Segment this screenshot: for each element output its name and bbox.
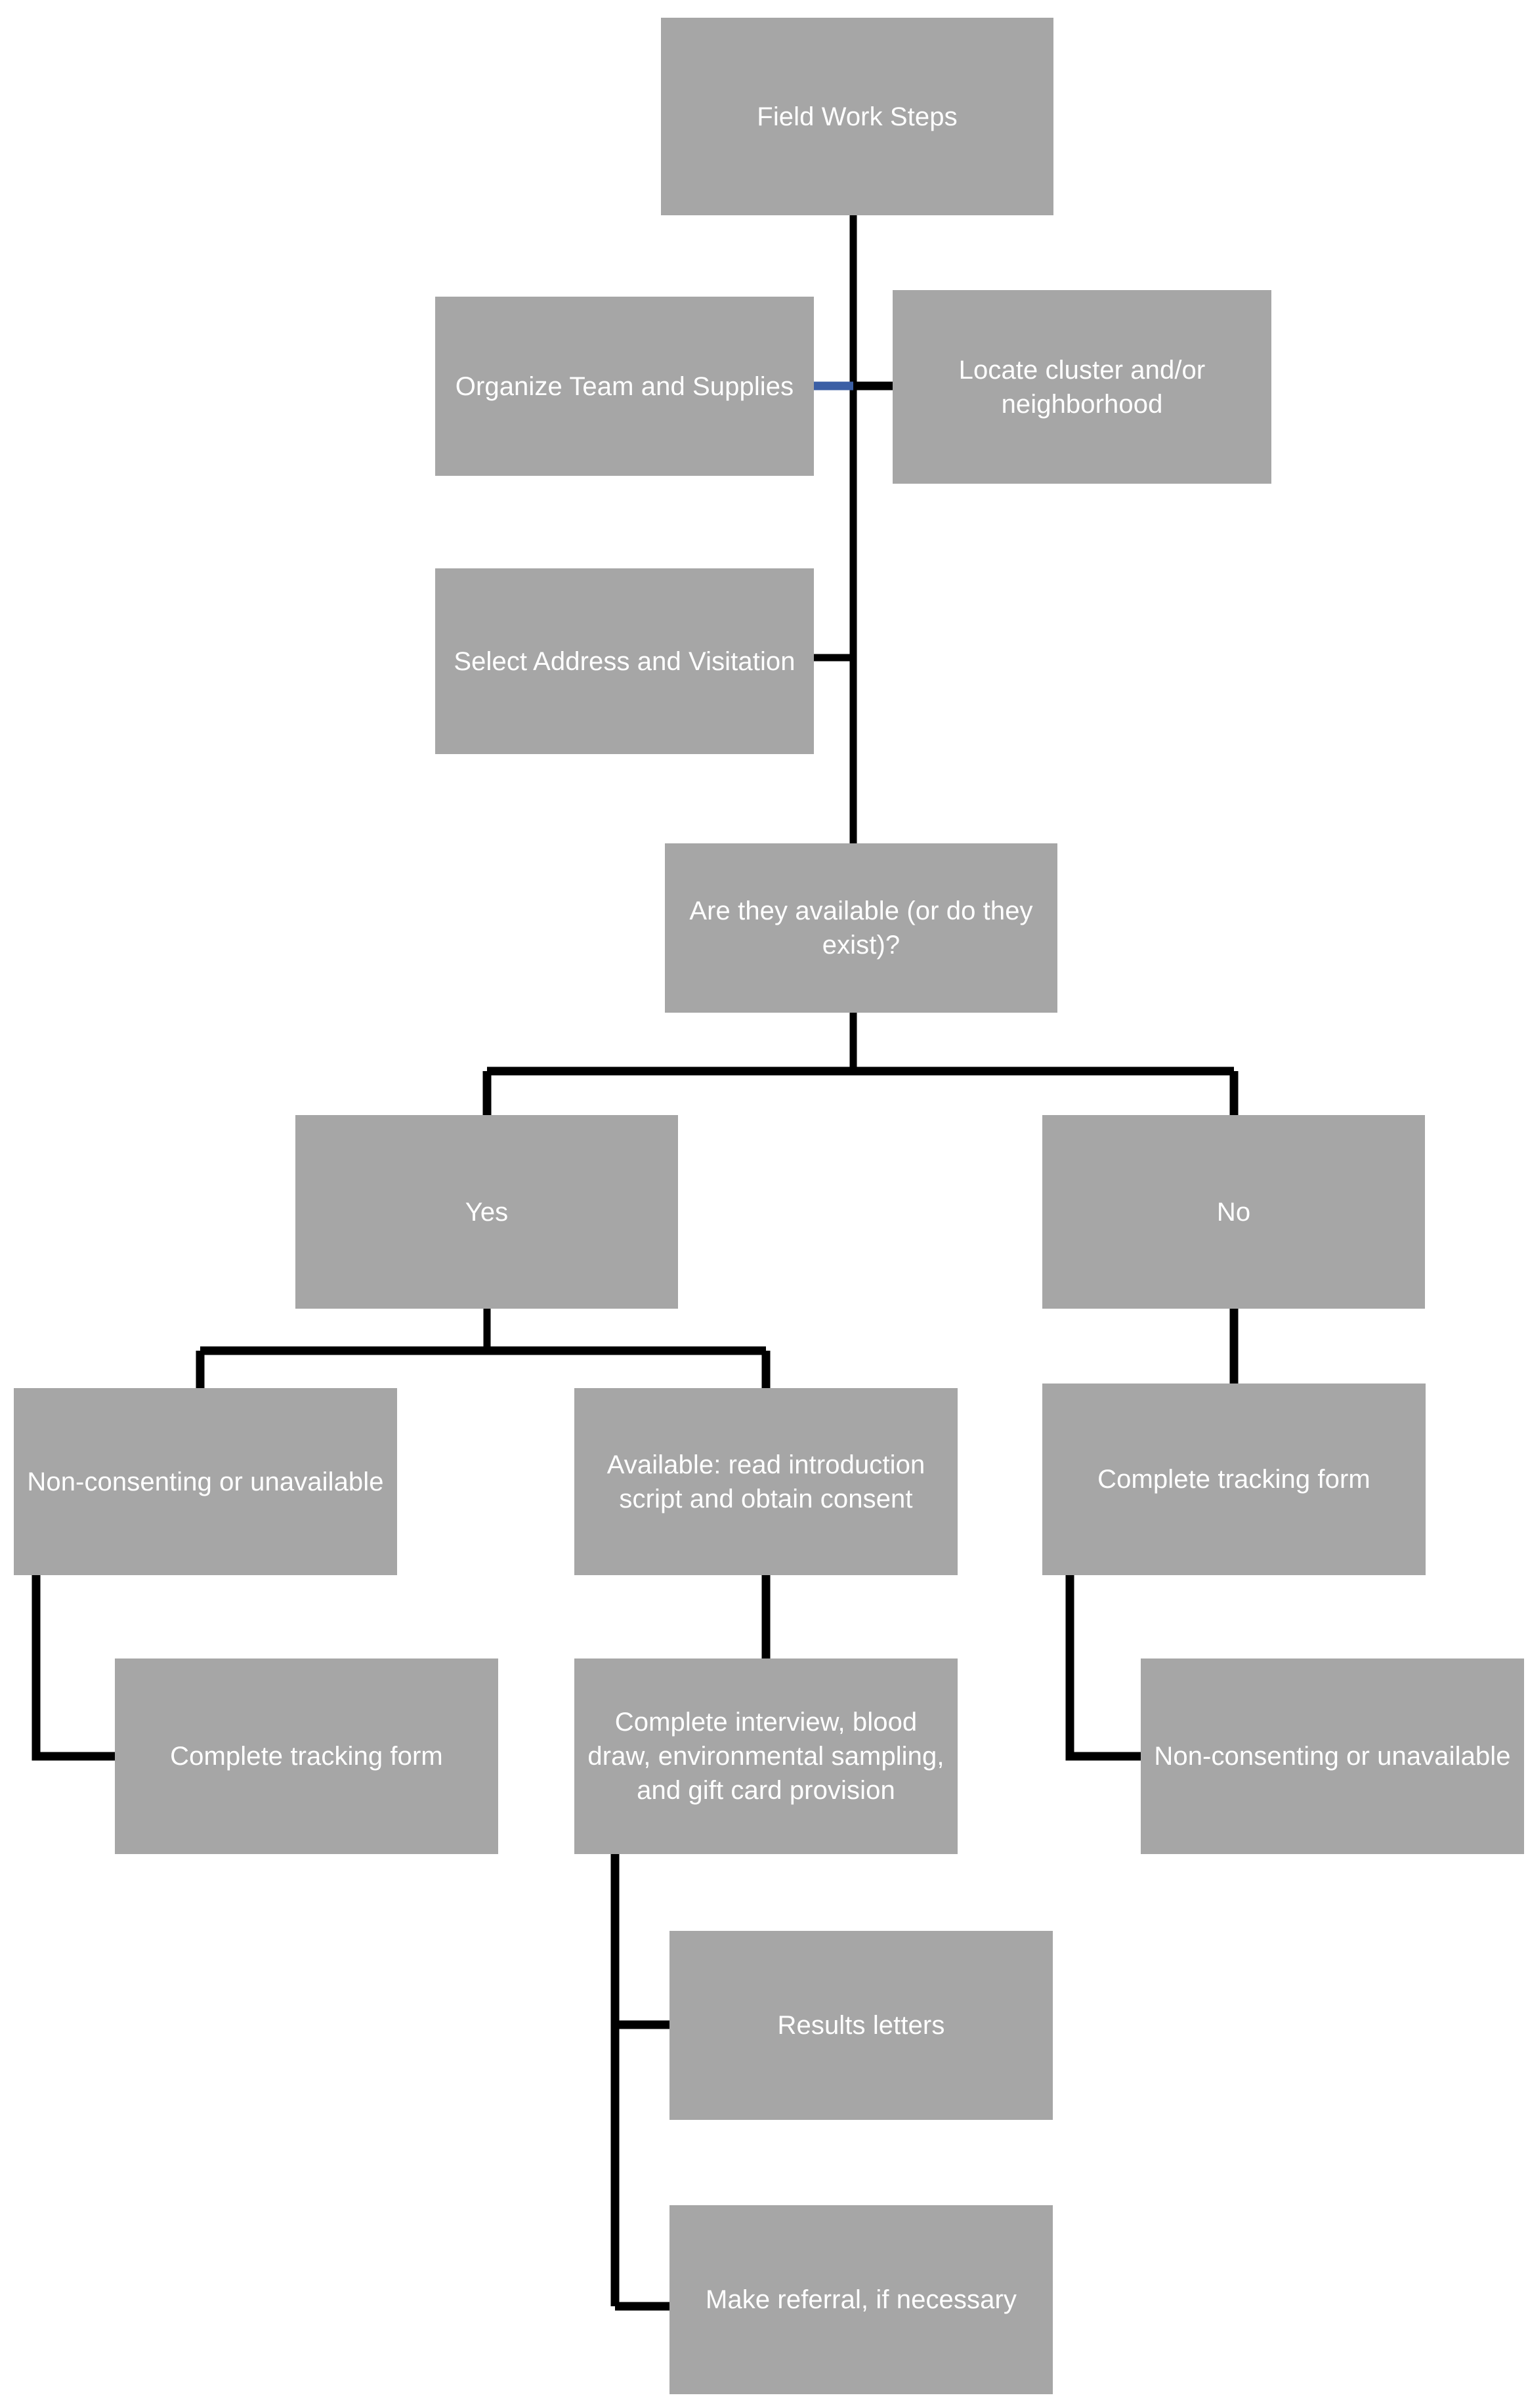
connector-left-elbow xyxy=(32,1575,115,1761)
node-results-letters[interactable]: Results letters xyxy=(669,1931,1053,2120)
node-label: Organize Team and Supplies xyxy=(455,371,794,401)
node-field-work-steps[interactable]: Field Work Steps xyxy=(661,18,1053,215)
node-available-read-script[interactable]: Available: read introduction script and … xyxy=(574,1388,958,1575)
node-label: Non-consenting or unavailable xyxy=(27,1467,384,1496)
node-select-address[interactable]: Select Address and Visitation xyxy=(435,568,814,754)
node-non-consenting-left[interactable]: Non-consenting or unavailable xyxy=(14,1388,397,1575)
node-label: Yes xyxy=(465,1197,509,1227)
node-organize-team-supplies[interactable]: Organize Team and Supplies xyxy=(435,297,814,476)
node-label: Make referral, if necessary xyxy=(706,2285,1017,2314)
connector-right-elbow xyxy=(1065,1575,1141,1761)
node-locate-cluster[interactable]: Locate cluster and/or neighborhood xyxy=(893,290,1271,484)
node-are-they-available[interactable]: Are they available (or do they exist)? xyxy=(665,843,1057,1013)
node-complete-interview[interactable]: Complete interview, blood draw, environm… xyxy=(574,1658,958,1854)
node-no[interactable]: No xyxy=(1042,1115,1425,1309)
node-label: Complete tracking form xyxy=(170,1742,443,1771)
node-label: Locate cluster and/or neighborhood xyxy=(958,355,1206,419)
node-label: Are they available (or do they exist)? xyxy=(689,897,1033,960)
node-label: No xyxy=(1216,1197,1251,1227)
node-label: Complete tracking form xyxy=(1097,1465,1370,1494)
node-complete-tracking-left[interactable]: Complete tracking form xyxy=(115,1658,498,1854)
node-label: Field Work Steps xyxy=(757,102,958,131)
node-yes[interactable]: Yes xyxy=(295,1115,678,1309)
node-label: Available: read introduction script and … xyxy=(606,1450,925,1513)
node-label: Non-consenting or unavailable xyxy=(1154,1742,1511,1771)
node-label: Results letters xyxy=(777,2011,945,2040)
node-make-referral[interactable]: Make referral, if necessary xyxy=(669,2205,1053,2394)
node-label: Select Address and Visitation xyxy=(454,646,796,676)
node-label: Complete interview, blood draw, environm… xyxy=(587,1708,944,1805)
node-complete-tracking-no[interactable]: Complete tracking form xyxy=(1042,1384,1426,1575)
node-non-consenting-right[interactable]: Non-consenting or unavailable xyxy=(1141,1658,1524,1854)
